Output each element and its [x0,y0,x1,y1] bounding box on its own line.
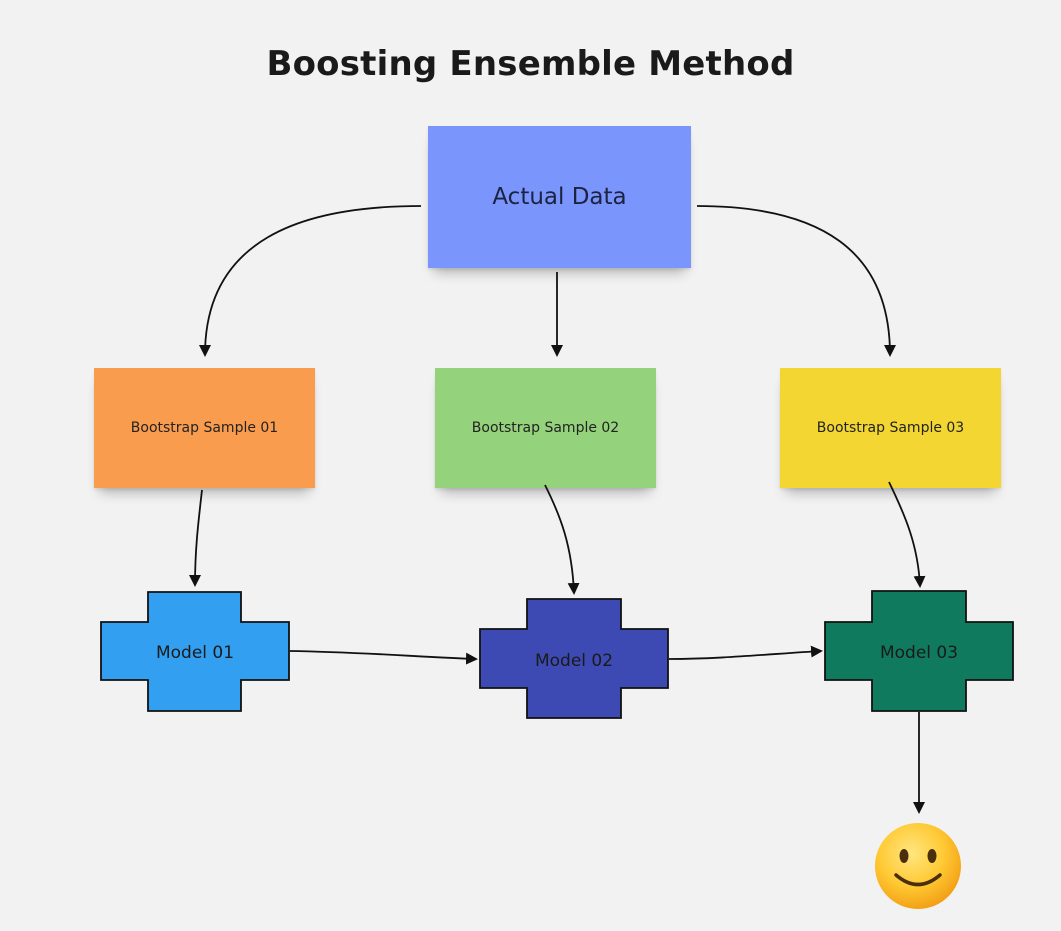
bootstrap-sample-03-node[interactable]: Bootstrap Sample 03 [780,368,1001,488]
model-02-label: Model 02 [535,651,613,671]
arrow-actual-to-sample-01 [199,205,422,357]
diagram-title: Boosting Ensemble Method [266,44,795,84]
model-03-label: Model 03 [880,643,958,663]
bootstrap-sample-01-node[interactable]: Bootstrap Sample 01 [94,368,315,488]
arrow-sample-03-to-model-03 [888,481,926,588]
arrow-sample-01-to-model-01 [189,489,203,587]
smiley-face-icon [875,823,961,909]
actual-data-label: Actual Data [492,184,627,210]
model-02-node[interactable]: Model 02 [479,598,669,719]
model-01-node[interactable]: Model 01 [100,591,290,712]
arrow-sample-02-to-model-02 [544,484,580,595]
bootstrap-sample-02-label: Bootstrap Sample 02 [471,420,620,436]
actual-data-node[interactable]: Actual Data [428,126,691,268]
arrow-model-01-to-model-02 [289,650,478,665]
bootstrap-sample-03-label: Bootstrap Sample 03 [816,420,965,436]
model-03-node[interactable]: Model 03 [824,590,1014,712]
arrow-actual-to-sample-03 [696,205,896,357]
model-01-label: Model 01 [156,643,234,663]
bootstrap-sample-01-label: Bootstrap Sample 01 [130,420,279,436]
bootstrap-sample-02-node[interactable]: Bootstrap Sample 02 [435,368,656,488]
arrow-model-02-to-model-03 [668,645,823,660]
